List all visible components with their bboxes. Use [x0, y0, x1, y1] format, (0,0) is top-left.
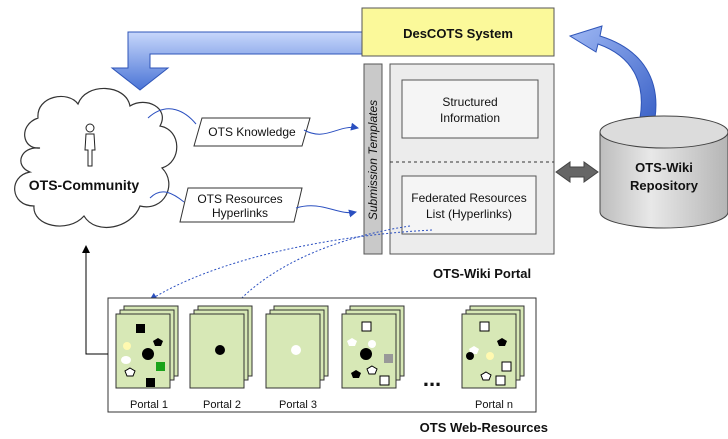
resources-links-line2: Hyperlinks: [212, 206, 268, 220]
knowledge-label: OTS Knowledge: [208, 125, 296, 139]
web-resources-to-community-arrow: [82, 245, 108, 355]
structured-line1: Structured: [442, 95, 497, 109]
cloud-to-knowledge-link: [147, 108, 197, 125]
person-icon: [84, 123, 96, 167]
repository-to-system-arrow: [568, 25, 657, 119]
community-cloud: [14, 87, 178, 229]
community-label: OTS-Community: [29, 177, 140, 193]
resources-to-portal-link: [295, 205, 357, 218]
portal-stack-1: [115, 305, 179, 389]
panel-repository-double-arrow: [555, 161, 599, 183]
web-resources-title: OTS Web-Resources: [420, 420, 548, 435]
submission-templates-bar: Submission Templates: [363, 63, 383, 255]
feedback-arrow: [110, 31, 363, 91]
descots-system-label: DesCOTS System: [403, 26, 513, 41]
knowledge-to-portal-link: [303, 122, 359, 135]
resources-links-line1: OTS Resources: [197, 192, 282, 206]
repository-cylinder: OTS-Wiki Repository: [599, 115, 728, 229]
descots-system-box: DesCOTS System: [361, 7, 555, 57]
ellipsis: ...: [423, 366, 441, 391]
portal-stack-2: [189, 305, 253, 389]
federated-line1: Federated Resources: [411, 191, 526, 205]
wiki-portal-panel: Structured Information Federated Resourc…: [389, 63, 555, 255]
repository-line1: OTS-Wiki: [635, 160, 693, 175]
knowledge-box: OTS Knowledge: [193, 117, 311, 147]
cloud-to-resources-link: [149, 191, 185, 203]
portal-stack-n: [461, 305, 525, 389]
repository-line2: Repository: [630, 178, 699, 193]
portal-label-n: Portal n: [475, 399, 513, 411]
portal-title: OTS-Wiki Portal: [433, 266, 531, 281]
portal-label-1: Portal 1: [130, 399, 168, 411]
structured-line2: Information: [440, 111, 500, 125]
portal-label-2: Portal 2: [203, 399, 241, 411]
portal-label-3: Portal 3: [279, 399, 317, 411]
submission-templates-label: Submission Templates: [366, 100, 380, 220]
portal-stack-3: [265, 305, 329, 389]
portal-stack-4: [341, 305, 405, 389]
resources-links-box: OTS Resources Hyperlinks: [179, 187, 303, 223]
federated-line2: List (Hyperlinks): [426, 207, 512, 221]
